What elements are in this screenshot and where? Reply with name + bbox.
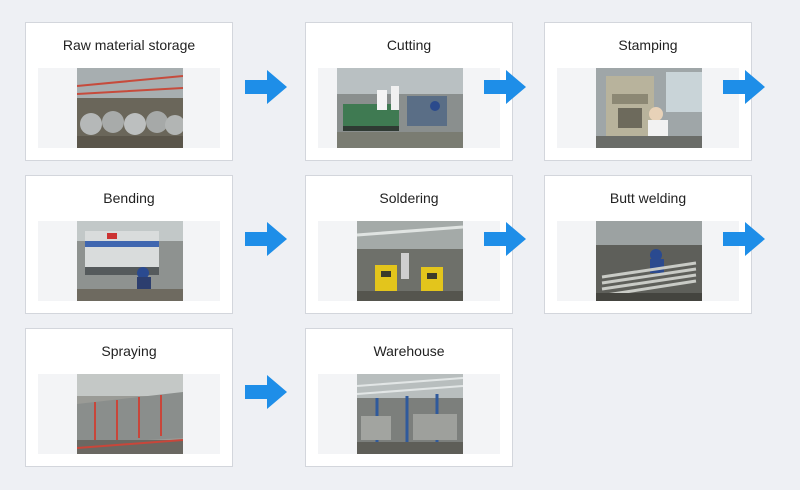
arrow-right-icon <box>723 222 765 256</box>
step-card-stamping: Stamping <box>544 22 752 161</box>
step-title: Warehouse <box>373 343 445 359</box>
step-title: Spraying <box>101 343 157 359</box>
butt-welding-photo <box>596 221 702 301</box>
step-title: Cutting <box>386 37 432 53</box>
step-card-spraying: Spraying <box>25 328 233 467</box>
step-card-bending: Bending <box>25 175 233 314</box>
step-title: Bending <box>103 190 155 206</box>
arrow-right-icon <box>484 222 526 256</box>
cutting-machine-photo <box>337 68 463 148</box>
step-title: Raw material storage <box>62 37 196 53</box>
stamping-press-photo <box>596 68 702 148</box>
step-card-soldering: Soldering <box>305 175 513 314</box>
arrow-right-icon <box>484 70 526 104</box>
step-card-warehouse: Warehouse <box>305 328 513 467</box>
step-title: Soldering <box>379 190 439 206</box>
arrow-right-icon <box>245 222 287 256</box>
arrow-right-icon <box>723 70 765 104</box>
step-card-cutting: Cutting <box>305 22 513 161</box>
step-title: Stamping <box>618 37 678 53</box>
step-title: Butt welding <box>609 190 687 206</box>
spray-booth-photo <box>77 374 183 454</box>
step-card-raw-material-storage: Raw material storage <box>25 22 233 161</box>
press-brake-photo <box>77 221 183 301</box>
arrow-right-icon <box>245 375 287 409</box>
warehouse-coils-photo <box>77 68 183 148</box>
arrow-right-icon <box>245 70 287 104</box>
welding-machines-photo <box>357 221 463 301</box>
step-card-butt-welding: Butt welding <box>544 175 752 314</box>
finished-goods-photo <box>357 374 463 454</box>
